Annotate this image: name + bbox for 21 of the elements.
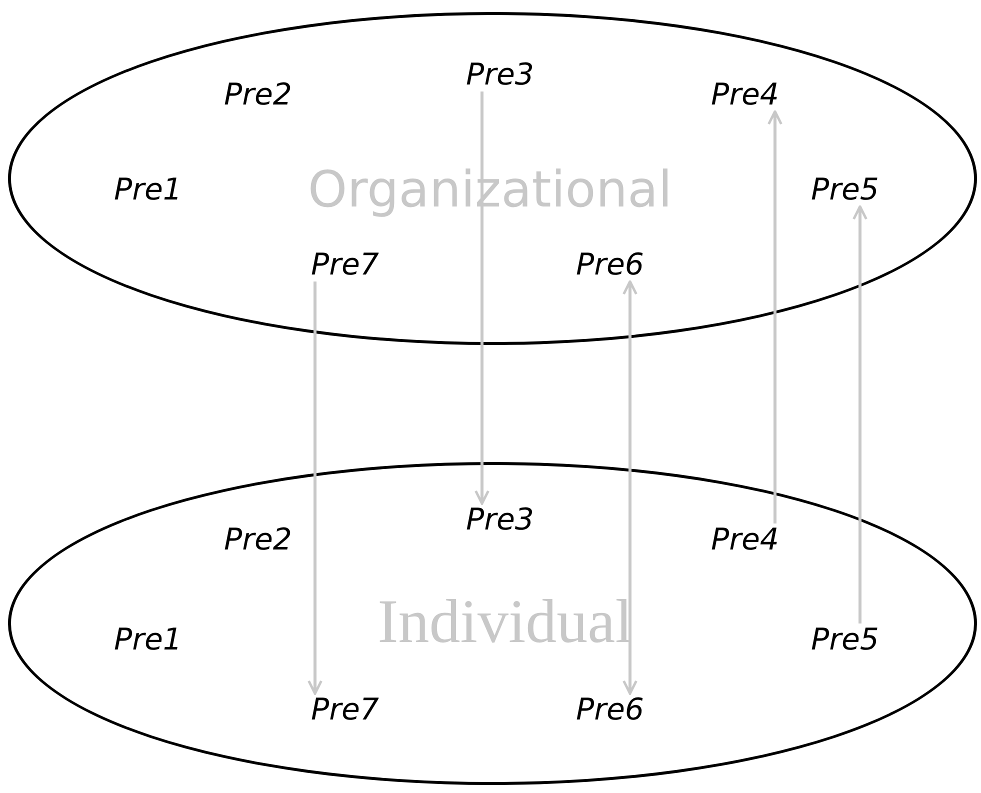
text-label: Pre1: [114, 174, 182, 206]
ellipse-group: [8, 462, 977, 785]
text-label: Pre7: [311, 694, 379, 726]
ellipse-group: [8, 12, 977, 345]
text-label: Pre6: [576, 248, 644, 282]
text-label: Pre5: [811, 624, 879, 656]
text-label: Pre2: [224, 524, 292, 556]
text-label: Pre6: [576, 694, 644, 726]
arrow: [852, 205, 868, 624]
text-label: Pre3: [466, 58, 534, 92]
text-label: Pre4: [711, 78, 779, 112]
arrow: [308, 282, 323, 695]
text-label: Pre1: [114, 624, 182, 656]
text-label: Pre3: [466, 504, 534, 536]
text-label: Pre2: [224, 78, 292, 112]
text-label: Pre7: [311, 248, 379, 282]
arrow: [474, 92, 490, 505]
text-label: Pre4: [711, 524, 779, 556]
text-label: Pre5: [811, 174, 879, 206]
arrow: [622, 280, 638, 695]
arrow: [767, 110, 782, 524]
